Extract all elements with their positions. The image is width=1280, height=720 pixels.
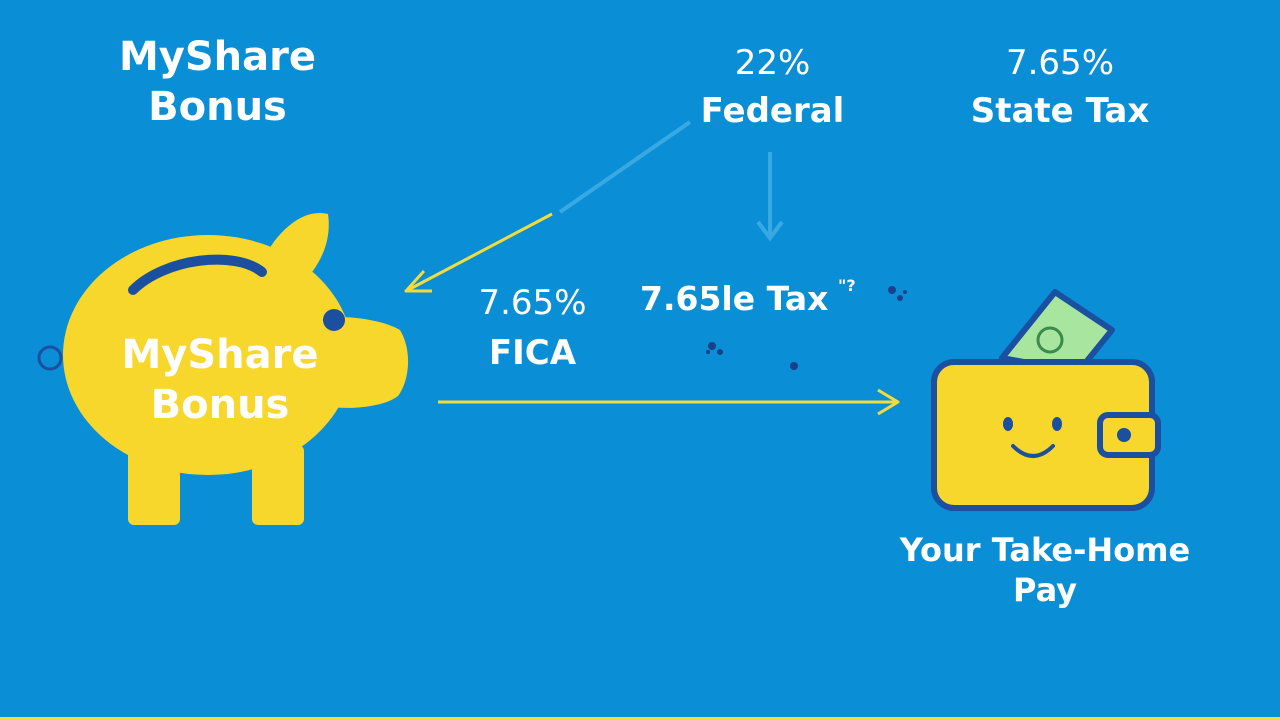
piggy-bank-label-line-2: Bonus: [150, 382, 290, 428]
fica-tax-percent: 7.65%: [478, 283, 587, 323]
state-tax-label: State Tax: [970, 91, 1150, 131]
federal-connector-line: [558, 120, 692, 214]
arrow-to-piggy-bank: [404, 212, 553, 293]
wallet-label-line-2: Pay: [1012, 571, 1078, 609]
wallet-label: Your Take-Home Pay: [895, 530, 1195, 610]
state-tax-percent: 7.65%: [1005, 43, 1114, 83]
federal-tax-label: Federal: [700, 91, 845, 131]
wallet-label-line-1: Your Take-Home: [899, 531, 1191, 569]
federal-down-arrow: [756, 152, 784, 242]
federal-tax-percent: 22%: [734, 43, 811, 83]
arrow-to-wallet: [438, 388, 900, 416]
piggy-bank-label: MyShare Bonus: [110, 330, 330, 430]
title-line-1: MyShare: [118, 34, 316, 80]
fica-tax-label: FICA: [488, 333, 577, 373]
piggy-bank-icon: [37, 212, 409, 525]
piggy-bank-label-line-1: MyShare: [121, 332, 319, 378]
title-line-2: Bonus: [148, 84, 287, 130]
page-title: MyShare Bonus: [110, 32, 325, 132]
ink-specks: [706, 286, 907, 370]
garbled-tax-label: 7.65le Tax: [640, 279, 829, 318]
bottom-border: [0, 717, 1280, 720]
wallet-icon: [931, 289, 1161, 511]
garbled-tax-mark: "?: [838, 276, 856, 295]
